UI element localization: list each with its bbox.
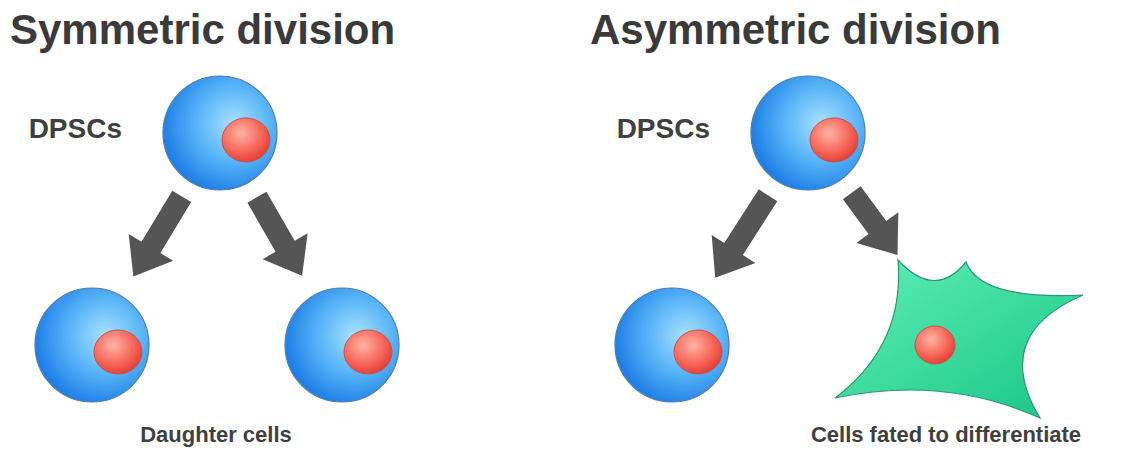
stem-cell: DPSCs xyxy=(162,75,278,191)
block-arrow xyxy=(129,191,192,277)
cell-outline xyxy=(284,287,400,403)
block-arrow xyxy=(712,189,778,277)
nucleus xyxy=(915,326,955,364)
cell-label: DPSCs xyxy=(29,113,122,145)
block-arrow xyxy=(843,186,898,255)
cell-body xyxy=(615,288,729,402)
cell-outline xyxy=(830,255,1086,420)
cell-body xyxy=(35,288,149,402)
nucleus xyxy=(344,330,392,374)
stem-cell xyxy=(614,287,730,403)
differentiating-cell: Cells fated to differentiate xyxy=(830,255,1086,420)
cell-body xyxy=(835,260,1083,418)
stem-cell xyxy=(284,287,400,403)
block-arrow xyxy=(247,192,307,276)
stem-cell xyxy=(34,287,150,403)
nucleus xyxy=(810,118,858,162)
stem-cell: DPSCs xyxy=(750,75,866,191)
cell-outline xyxy=(750,75,866,191)
panel-heading: Symmetric division xyxy=(10,6,395,54)
nucleus xyxy=(94,330,142,374)
cell-label: DPSCs xyxy=(617,113,710,145)
panel-heading: Asymmetric division xyxy=(590,6,1001,54)
cell-body xyxy=(751,76,865,190)
nucleus xyxy=(222,118,270,162)
cell-body xyxy=(163,76,277,190)
cell-caption: Cells fated to differentiate xyxy=(811,422,1081,448)
cell-outline xyxy=(34,287,150,403)
cell-outline xyxy=(162,75,278,191)
cell-outline xyxy=(614,287,730,403)
cell-body xyxy=(285,288,399,402)
group-caption: Daughter cells xyxy=(140,422,292,448)
nucleus xyxy=(674,330,722,374)
